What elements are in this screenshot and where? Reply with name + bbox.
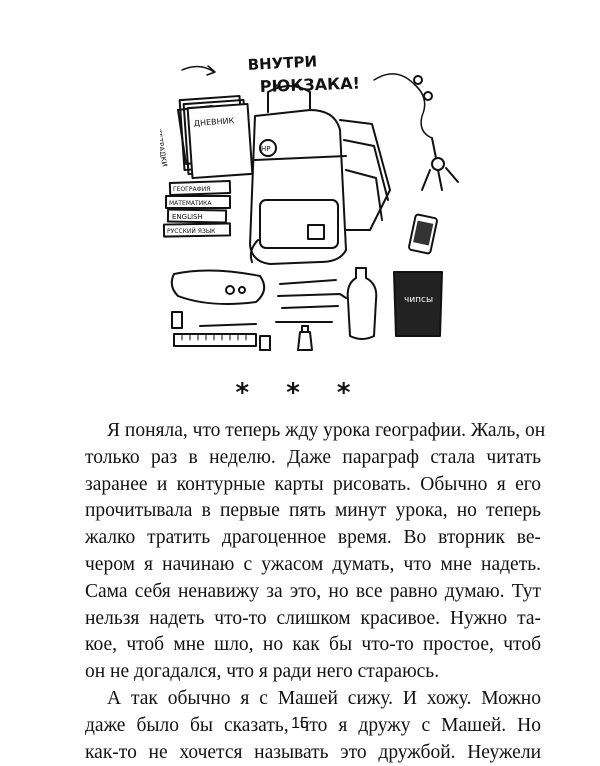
book-english: ENGLISH <box>172 213 203 221</box>
illustration-title-line2: РЮКЗАКА! <box>259 74 360 96</box>
book-geography: ГЕОГРАФИЯ <box>173 186 210 193</box>
backpack-illustration: ВНУТРИ РЮКЗАКА! ДНЕВНИК ТЕТРАДКИ ГЕОГРАФ… <box>154 40 480 370</box>
text-line: кое, чтоб мне шло, но как бы что-то прос… <box>85 634 541 656</box>
pens-drawing <box>199 279 347 327</box>
notebooks-drawing <box>177 94 254 180</box>
pencil-case-drawing <box>170 269 266 305</box>
text-line: заранее и контурные карты рисовать. Обыч… <box>85 473 541 495</box>
notebooks-label: ТЕТРАДКИ <box>160 128 168 167</box>
text-line: А так обычно я с Машей сижу. И хожу. Мож… <box>107 687 541 709</box>
water-bottle-drawing <box>346 267 378 340</box>
text-line: нельзя надеть что-то слишком красивое. Н… <box>85 607 541 629</box>
text-line: чером я начинаю с ужасом думать, что мне… <box>85 553 541 575</box>
text-line: даже было бы сказать, что я дружу с Маше… <box>85 714 541 736</box>
text-line: прочитывала в первые пять минут урока, н… <box>85 500 541 522</box>
illustration-title-line1: ВНУТРИ <box>247 52 317 74</box>
section-separator: * * * <box>235 378 365 408</box>
page-number: 15 <box>291 715 309 732</box>
body-text: Я поняла, что теперь жду урока географии… <box>85 418 546 766</box>
backpack-badge: HP <box>261 145 271 153</box>
text-line: только раз в неделю. Даже параграф стала… <box>85 446 541 468</box>
books-stack <box>162 179 232 238</box>
diary-label: ДНЕВНИК <box>194 116 235 128</box>
backpack-drawing <box>249 85 391 265</box>
text-line: как-то не хочется называть это дружбой. … <box>85 741 541 763</box>
chips-bag-drawing <box>393 271 443 337</box>
text-line: Сама себя ненавижу за это, но все равно … <box>85 580 541 602</box>
book-russian: РУССКИЙ ЯЗЫК <box>167 228 216 235</box>
text-line: жалко тратить драгоценное время. Во втор… <box>85 527 541 549</box>
book-math: МАТЕМАТИКА <box>169 200 212 207</box>
chips-label: чипсы <box>404 295 433 305</box>
text-line: Я поняла, что теперь жду урока географии… <box>107 420 546 441</box>
ruler-drawing <box>173 333 257 347</box>
text-line: он не догадался, что я ради него стараюс… <box>85 661 440 683</box>
